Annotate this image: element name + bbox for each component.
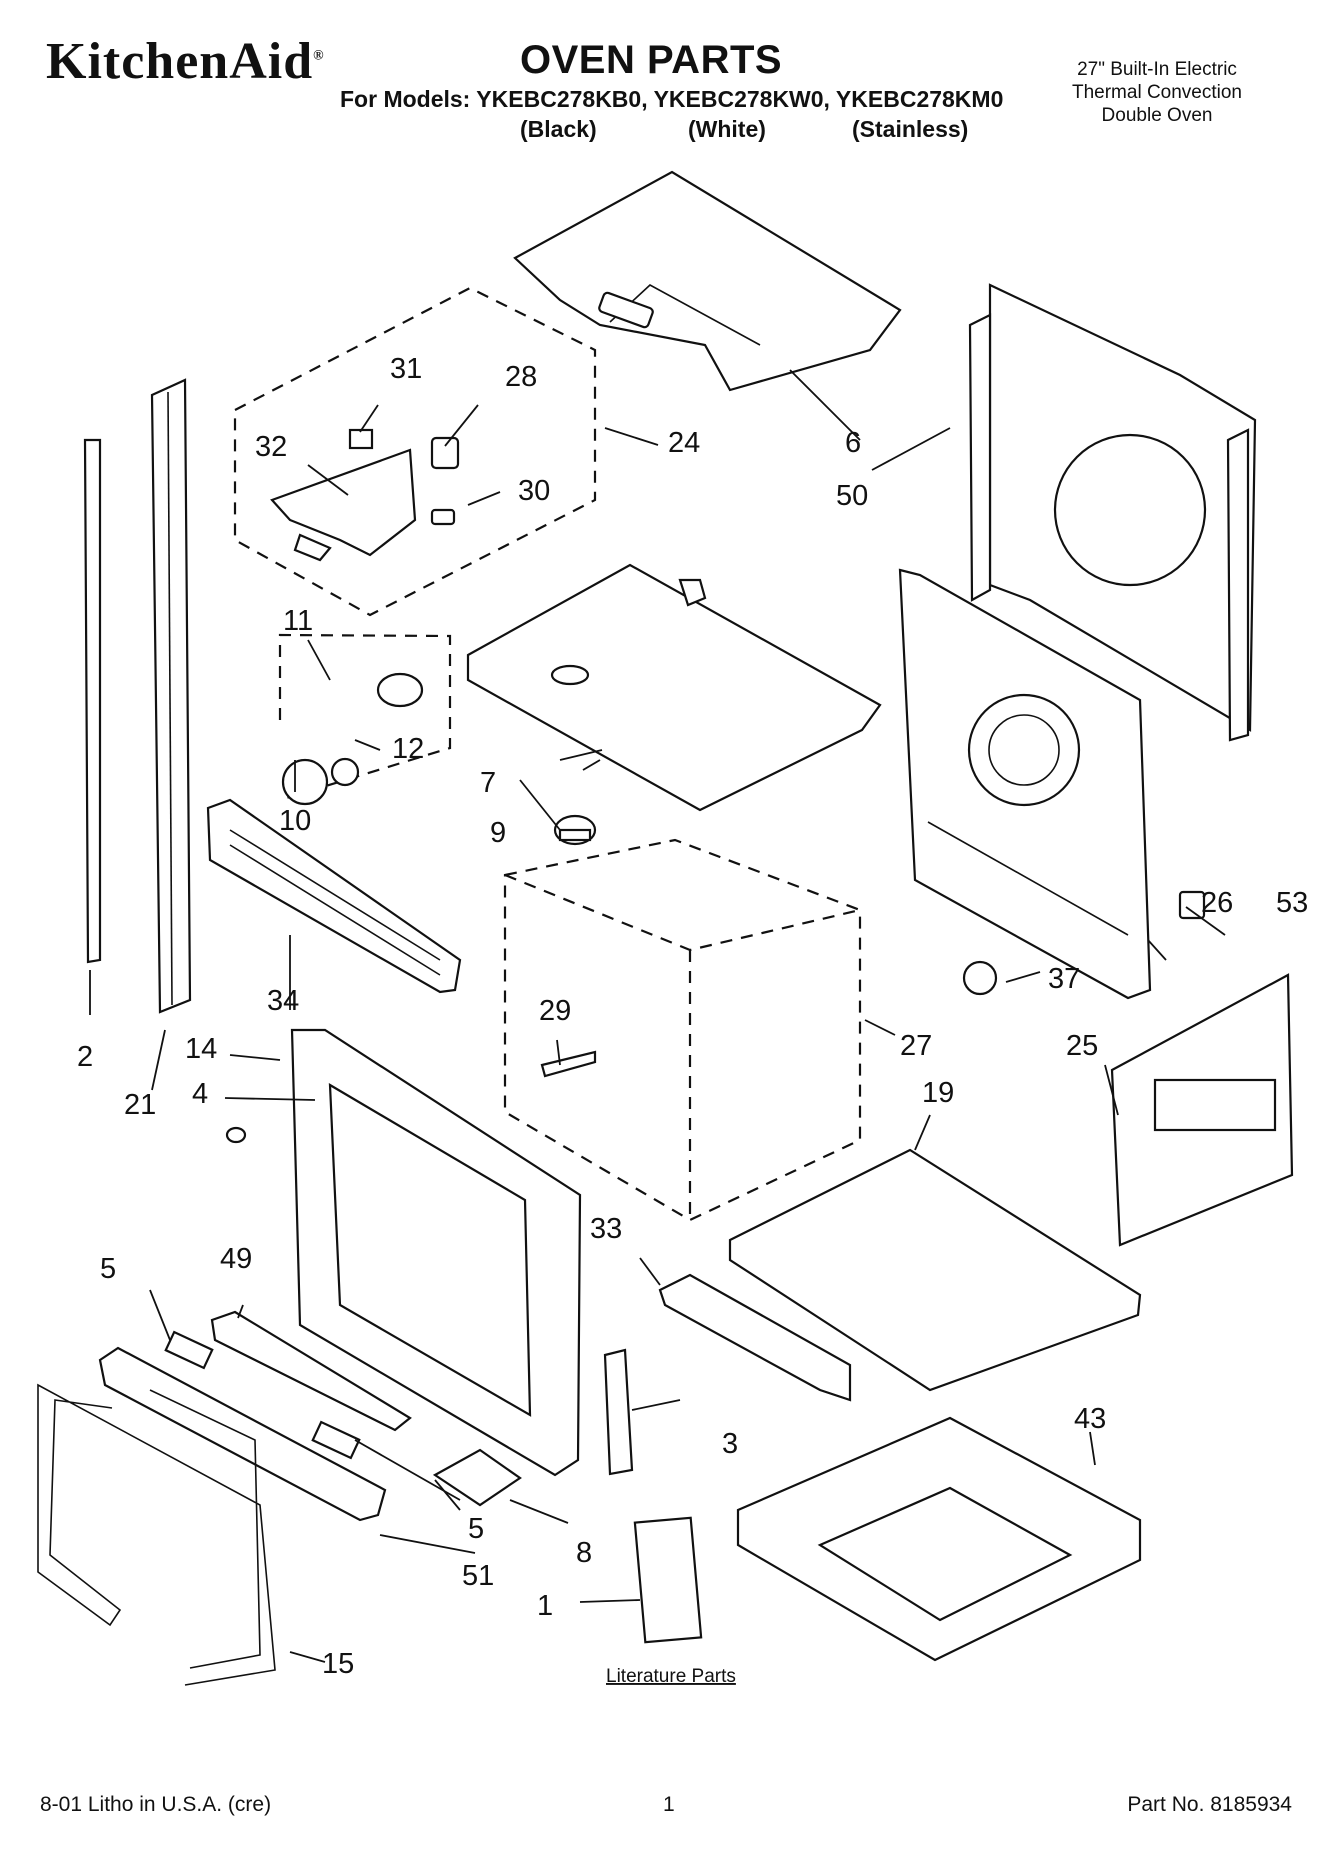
- part-5-spacer-lower: [311, 1420, 361, 1460]
- part-29-sensor: [540, 1050, 597, 1078]
- leader-lines: [89, 369, 1226, 1663]
- callout-10: 10: [279, 805, 311, 837]
- callout-14: 14: [185, 1033, 217, 1065]
- part-33-lower-trim: [658, 1273, 852, 1402]
- part-15-door-gasket: [37, 1383, 276, 1686]
- callout-24: 24: [668, 427, 700, 459]
- callout-12: 12: [392, 733, 424, 765]
- callout-5-lower: 5: [468, 1513, 484, 1545]
- callout-7: 7: [480, 767, 496, 799]
- callout-27: 27: [900, 1030, 932, 1062]
- models-line: For Models: YKEBC278KB0, YKEBC278KW0, YK…: [340, 86, 1004, 112]
- description-line-1: 27" Built-In Electric: [1077, 59, 1237, 80]
- callout-6: 6: [845, 427, 861, 459]
- callout-26: 26: [1201, 887, 1233, 919]
- part-34-vent-grille: [206, 798, 462, 994]
- callout-2: 2: [77, 1041, 93, 1073]
- variant-white: (White): [688, 116, 766, 142]
- callout-15: 15: [322, 1648, 354, 1680]
- litho-note: 8-01 Litho in U.S.A. (cre): [40, 1793, 272, 1816]
- callout-32: 32: [255, 431, 287, 463]
- part-10-12-knob-assembly: [281, 672, 424, 806]
- part-21-side-trim: [150, 378, 192, 1014]
- kitchenaid-logo: KitchenAid®: [46, 32, 325, 91]
- part-26-back-panel: [898, 568, 1152, 1000]
- part-9-convection-element: [553, 814, 597, 846]
- variant-black: (Black): [520, 116, 597, 142]
- callout-25: 25: [1066, 1030, 1098, 1062]
- part-53-bracket: [1178, 890, 1206, 920]
- callout-43: 43: [1074, 1403, 1106, 1435]
- callout-31: 31: [390, 353, 422, 385]
- page-title: OVEN PARTS: [520, 38, 783, 82]
- callout-1: 1: [537, 1590, 553, 1622]
- part-8-bracket: [432, 1448, 522, 1507]
- description-line-2: Thermal Convection: [1071, 82, 1243, 103]
- callout-21: 21: [124, 1089, 156, 1121]
- callout-11: 11: [283, 605, 313, 637]
- callout-28: 28: [505, 361, 537, 393]
- part-3-bracket: [603, 1348, 634, 1476]
- callout-9: 9: [490, 817, 506, 849]
- product-description: 27" Built-In Electric Thermal Convection…: [1027, 58, 1287, 127]
- part-50-rear-panel: [968, 283, 1257, 742]
- part-1-literature: [633, 1516, 703, 1644]
- callout-37: 37: [1048, 963, 1080, 995]
- callout-34: 34: [267, 985, 299, 1017]
- registered-mark: ®: [313, 48, 325, 64]
- part-49-vent-duct: [210, 1310, 412, 1432]
- part-7-oven-top: [466, 563, 882, 812]
- literature-parts-label: Literature Parts: [606, 1666, 736, 1687]
- knob-group-outline: [278, 633, 452, 802]
- part-24-control-assembly: [270, 428, 460, 562]
- variant-stainless: (Stainless): [852, 116, 969, 142]
- part-number: Part No. 8185934: [1127, 1793, 1292, 1816]
- page-number: 1: [663, 1793, 675, 1816]
- callout-29: 29: [539, 995, 571, 1027]
- part-2-side-strip: [83, 438, 102, 964]
- brand-name: KitchenAid: [46, 33, 314, 90]
- part-24-control-group-outline: [233, 286, 597, 617]
- callout-5-upper: 5: [100, 1253, 116, 1285]
- part-37-thermostat: [962, 960, 998, 996]
- callout-50: 50: [836, 480, 868, 512]
- callout-49: 49: [220, 1243, 252, 1275]
- part-5-spacer-upper: [164, 1330, 214, 1370]
- part-27-oven-cavity: [503, 838, 862, 1222]
- callout-4: 4: [192, 1078, 208, 1110]
- callout-19: 19: [922, 1077, 954, 1109]
- callout-53: 53: [1276, 887, 1308, 919]
- part-14-oven-front-frame: [290, 1028, 582, 1477]
- description-line-3: Double Oven: [1101, 105, 1213, 126]
- callout-51: 51: [462, 1560, 494, 1592]
- callout-8: 8: [576, 1537, 592, 1569]
- part-25-side-panel: [1110, 973, 1294, 1247]
- part-4-screw: [225, 1126, 247, 1144]
- callout-33: 33: [590, 1213, 622, 1245]
- callout-3: 3: [722, 1428, 738, 1460]
- part-19-bottom-panel: [728, 1148, 1142, 1392]
- callout-30: 30: [518, 475, 550, 507]
- part-43-bottom-tray: [736, 1416, 1142, 1662]
- part-6-top-panel: [513, 170, 902, 392]
